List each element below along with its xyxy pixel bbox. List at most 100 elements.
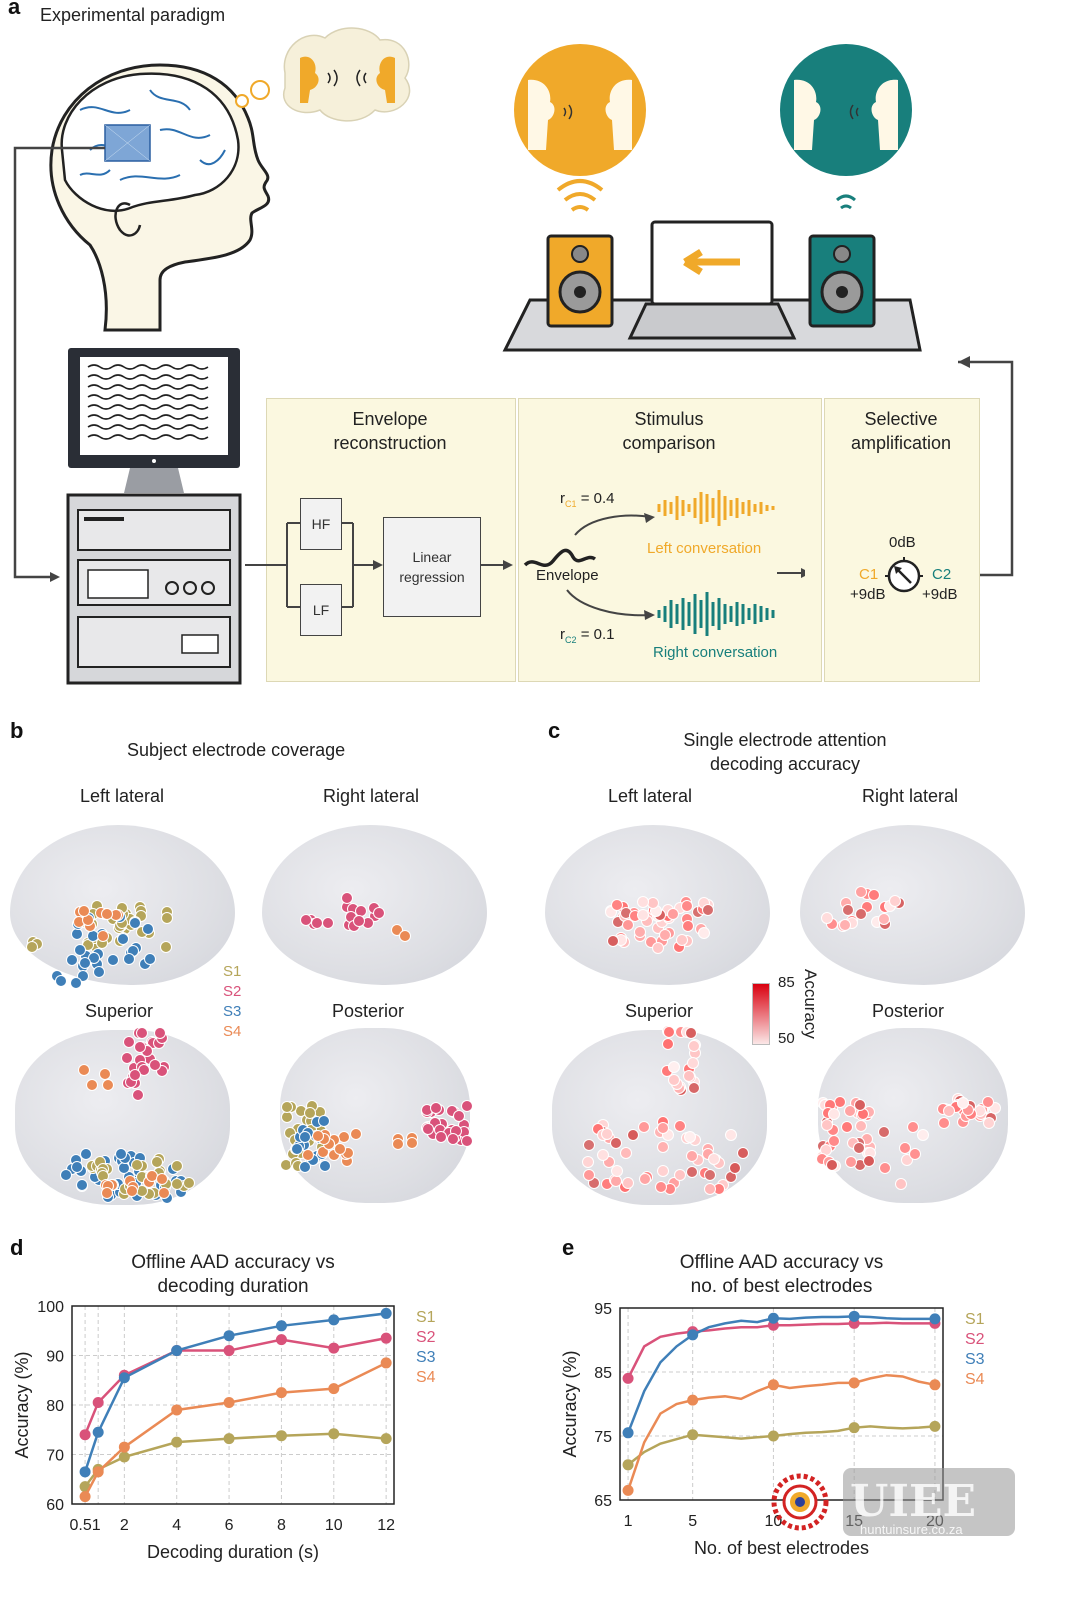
plot-frame <box>71 1305 395 1505</box>
data-point-s1 <box>118 1451 130 1463</box>
electrode-dot <box>70 1161 83 1174</box>
electrode-accuracy-dot <box>583 1138 596 1151</box>
electrode-dot <box>319 1159 332 1172</box>
panel-b-legend-s2: S2 <box>223 983 242 1000</box>
series-line-s1 <box>627 1425 936 1466</box>
electrode-accuracy-dot <box>878 1126 891 1139</box>
electrode-dot <box>133 1041 146 1054</box>
rc2-formula: rC2 = 0.1 <box>560 626 614 645</box>
rc2-sub: C2 <box>565 635 577 645</box>
electrode-dot <box>116 933 129 946</box>
electrode-dot <box>160 912 173 925</box>
electrode-accuracy-dot <box>982 1116 995 1129</box>
electrode-accuracy-dot <box>622 919 635 932</box>
data-point-s1 <box>171 1436 183 1448</box>
data-point-s1 <box>223 1433 235 1445</box>
electrode-accuracy-dot <box>633 925 646 938</box>
electrode-dot <box>170 1160 183 1173</box>
electrode-accuracy-dot <box>845 1156 858 1169</box>
data-point-s3 <box>118 1372 130 1384</box>
legend-s4: S4 <box>965 1371 985 1388</box>
electrode-accuracy-dot <box>687 1057 700 1070</box>
data-point-s1 <box>687 1429 699 1441</box>
electrode-accuracy-dot <box>683 1070 696 1083</box>
electrode-accuracy-dot <box>654 1181 667 1194</box>
electrode-accuracy-dot <box>662 1038 675 1051</box>
panel-b-legend-s4: S4 <box>223 1023 242 1040</box>
electrode-dot <box>349 1128 362 1141</box>
electrode-accuracy-dot <box>707 1153 720 1166</box>
rc1-formula: rC1 = 0.4 <box>560 490 614 509</box>
head-illustration <box>49 63 271 332</box>
electrode-accuracy-dot <box>667 1060 680 1073</box>
electrode-dot <box>452 1110 465 1123</box>
stage-title-envelope: Envelope reconstruction <box>333 409 447 453</box>
y-tick-label: 60 <box>46 1497 64 1514</box>
data-point-s2 <box>79 1429 91 1441</box>
electrode-dot <box>122 953 135 966</box>
electrode-dot <box>299 1161 312 1174</box>
electrode-accuracy-dot <box>703 1169 716 1182</box>
right-conversation-label: Right conversation <box>653 644 778 661</box>
electrode-dot <box>96 929 109 942</box>
x-tick-label: 10 <box>325 1517 343 1534</box>
panel-b-view-left: Left lateral <box>80 786 165 806</box>
x-tick-label: 0.51 <box>70 1517 101 1534</box>
panel-b-view-superior: Superior <box>85 1001 154 1021</box>
electrode-dot <box>70 977 83 990</box>
electrode-accuracy-dot <box>853 1099 866 1112</box>
data-point-s1 <box>328 1428 340 1440</box>
r-symbol: r <box>560 490 565 507</box>
electrode-accuracy-dot <box>601 1127 614 1140</box>
legend-s4: S4 <box>416 1369 436 1386</box>
electrode-accuracy-dot <box>895 1178 908 1191</box>
y-tick-label: 65 <box>594 1493 612 1510</box>
electrode-dot <box>54 975 67 988</box>
data-point-s1 <box>767 1430 779 1442</box>
series-line-s3 <box>626 1315 935 1434</box>
data-point-s2 <box>223 1345 235 1357</box>
electrode-dot <box>25 941 38 953</box>
electrode-accuracy-dot <box>839 918 852 931</box>
odb-label: 0dB <box>889 534 916 551</box>
panel-c-view-posterior: Posterior <box>872 1001 945 1021</box>
electrode-accuracy-dot <box>606 934 619 947</box>
electrode-accuracy-dot <box>863 1154 876 1167</box>
electrode-accuracy-dot <box>840 1120 853 1133</box>
data-point-s2 <box>622 1372 634 1384</box>
watermark-brand: UIEE <box>850 1476 977 1527</box>
data-point-s2 <box>380 1332 392 1344</box>
electrode-accuracy-dot <box>651 942 664 955</box>
electrode-accuracy-dot <box>659 928 672 941</box>
chart-title: no. of best electrodes <box>691 1276 873 1297</box>
x-tick-label: 12 <box>377 1517 395 1534</box>
linear-regression-label: Linear regression <box>399 549 465 585</box>
electrode-accuracy-dot <box>877 913 890 926</box>
data-point-s4 <box>275 1387 287 1399</box>
signal-line <box>13 146 105 582</box>
electrode-accuracy-dot <box>844 1105 857 1118</box>
data-point-s3 <box>79 1466 91 1478</box>
electrode-dot <box>302 1148 315 1161</box>
data-point-s3 <box>275 1320 287 1332</box>
x-tick-label: 1 <box>624 1513 633 1530</box>
data-point-s3 <box>622 1427 634 1439</box>
electrode-accuracy-dot <box>943 1104 956 1117</box>
electrode-dot <box>461 1100 474 1113</box>
electrode-accuracy-dot <box>725 1128 738 1141</box>
electrode-dot <box>77 1064 90 1077</box>
electrode-dot <box>93 965 106 978</box>
electrode-accuracy-dot <box>879 1161 892 1174</box>
data-point-s2 <box>328 1342 340 1354</box>
left-conversation-waveform <box>657 490 775 526</box>
electrode-accuracy-dot <box>685 1026 698 1039</box>
data-point-s3 <box>687 1329 699 1341</box>
x-axis-label: Decoding duration (s) <box>147 1542 319 1562</box>
panel-letter-a: a <box>8 0 21 19</box>
data-point-s4 <box>223 1397 235 1409</box>
electrode-accuracy-dot <box>611 899 624 912</box>
electrode-dot <box>135 1027 148 1040</box>
left-conversation-label: Left conversation <box>647 540 762 557</box>
